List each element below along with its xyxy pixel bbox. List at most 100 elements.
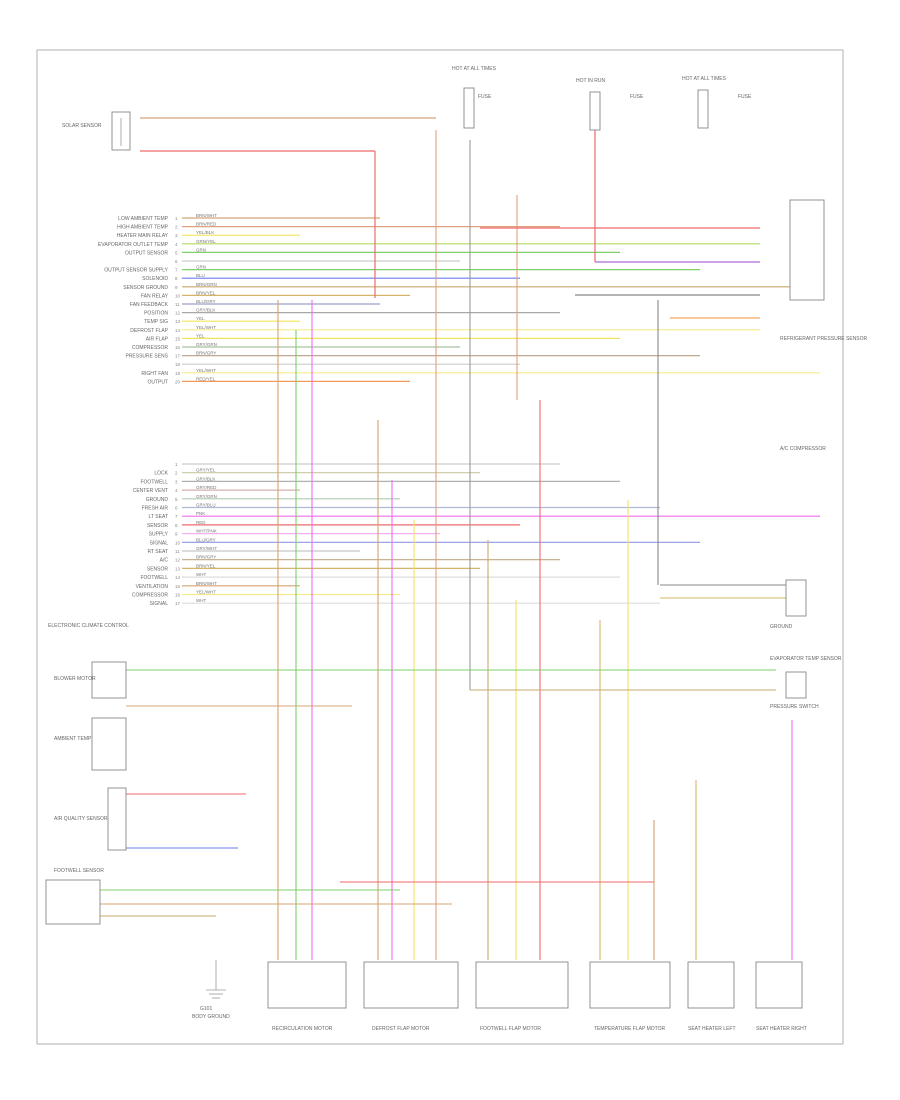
motor-6-label: SEAT HEATER RIGHT bbox=[756, 1026, 807, 1032]
ecm-lower-pin-wire-12: BRN/GRY bbox=[196, 555, 216, 560]
ecm-lower-pin-label-7: LT SEAT bbox=[149, 514, 168, 520]
ecm-upper-pin-wire-4: GRN/YEL bbox=[196, 239, 216, 244]
ecm-upper-pin-wire-5: GRN bbox=[196, 247, 206, 252]
ecm-lower-pin-wire-14: WHT bbox=[196, 572, 206, 577]
ecm-lower-pin-num-6: 6 bbox=[175, 506, 178, 511]
ecm-lower-pin-label-4: CENTER VENT bbox=[133, 488, 168, 494]
ecm-lower-pin-label-3: FOOTWELL bbox=[140, 479, 168, 485]
ecm-upper-pin-label-13: TEMP SIG bbox=[144, 319, 168, 325]
ecm-upper-pin-num-13: 13 bbox=[175, 319, 181, 324]
ecm-upper-pin-wire-1: BRN/WHT bbox=[196, 213, 217, 218]
ecm-lower-pin-label-2: LOCK bbox=[154, 471, 168, 477]
ecm-upper-pin-label-17: PRESSURE SENS bbox=[125, 354, 168, 360]
ecm-upper-pin-wire-20: RED/YEL bbox=[196, 376, 216, 381]
ecm-upper-pin-label-15: AIR FLAP bbox=[146, 336, 169, 342]
seat-heater-left-box bbox=[687, 961, 735, 1009]
ecm-upper-pin-num-20: 20 bbox=[175, 379, 181, 384]
ecm-caption: ELECTRONIC CLIMATE CONTROL bbox=[48, 623, 129, 629]
ecm-lower-pin-num-16: 16 bbox=[175, 593, 181, 598]
ecm-upper-pin-num-19: 19 bbox=[175, 371, 181, 376]
right-pressure-box bbox=[785, 671, 807, 699]
fuse-a-label: HOT AT ALL TIMES bbox=[452, 66, 497, 72]
ecm-upper-pin-label-11: FAN FEEDBACK bbox=[130, 302, 169, 308]
right-evap-box bbox=[785, 579, 807, 617]
ecm-upper-pin-num-18: 18 bbox=[175, 362, 181, 367]
footwell-motor-box bbox=[475, 961, 569, 1009]
footwell-sensor-box bbox=[45, 879, 101, 925]
blower-motor-box bbox=[91, 661, 127, 699]
ecm-upper-pin-wire-9: BRN/GRN bbox=[196, 282, 217, 287]
fuse-b-label: HOT IN RUN bbox=[576, 78, 605, 84]
ecm-lower-pin-num-1: 1 bbox=[175, 462, 178, 467]
fuse-block-a: HOT AT ALL TIMES FUSE bbox=[452, 66, 497, 129]
ecm-upper-pin-num-14: 14 bbox=[175, 328, 181, 333]
ecm-lower-pin-wire-5: GRY/GRN bbox=[196, 494, 217, 499]
fuse-block-b: HOT IN RUN FUSE bbox=[576, 78, 644, 131]
ecm-lower-pin-label-16: COMPRESSOR bbox=[132, 593, 169, 599]
ecm-upper-pin-wire-7: GRN bbox=[196, 265, 206, 270]
body-ground: G101 BODY GROUND bbox=[192, 960, 230, 1020]
ecm-lower-pin-wire-16: YEL/WHT bbox=[196, 590, 216, 595]
ecm-upper-pin-label-20: OUTPUT bbox=[147, 379, 168, 385]
ecm-lower-pin-wire-4: GRY/RED bbox=[196, 485, 217, 490]
ecm-lower-pin-wire-8: RED bbox=[196, 520, 206, 525]
ecm-upper-pin-label-2: HIGH AMBIENT TEMP bbox=[117, 225, 169, 231]
ecm-lower-pin-num-12: 12 bbox=[175, 558, 181, 563]
ecm-lower-pin-wire-2: GRY/YEL bbox=[196, 468, 216, 473]
ecm-lower-pin-label-6: FRESH AIR bbox=[142, 506, 169, 512]
ecm-lower-pin-num-3: 3 bbox=[175, 479, 178, 484]
right-label-pressure: PRESSURE SWITCH bbox=[770, 704, 819, 710]
ground-label: G101 bbox=[200, 1006, 212, 1012]
ecm-lower-pin-label-10: SIGNAL bbox=[150, 540, 169, 546]
ecm-upper-pin-num-9: 9 bbox=[175, 285, 178, 290]
motor-4-label: TEMPERATURE FLAP MOTOR bbox=[594, 1026, 666, 1032]
ecm-lower-pin-num-13: 13 bbox=[175, 566, 181, 571]
ecm-upper-pin-wire-17: BRN/GRY bbox=[196, 351, 216, 356]
motor-2-label: DEFROST FLAP MOTOR bbox=[372, 1026, 430, 1032]
recirc-motor-box bbox=[267, 961, 347, 1009]
ecm-upper-pin-wire-14: YEL/WHT bbox=[196, 325, 216, 330]
ecm-upper-pin-wire-2: BRN/RED bbox=[196, 222, 217, 227]
motor-3-label: FOOTWELL FLAP MOTOR bbox=[480, 1026, 541, 1032]
right-label-compressor: A/C COMPRESSOR bbox=[780, 446, 826, 452]
ecm-upper-pin-wire-8: BLU bbox=[196, 273, 205, 278]
ecm-lower-pin-label-11: RT SEAT bbox=[147, 549, 168, 555]
ecm-lower-pin-num-4: 4 bbox=[175, 488, 178, 493]
ecm-upper-pin-label-4: EVAPORATOR OUTLET TEMP bbox=[98, 242, 169, 248]
left-comp-1: BLOWER MOTOR bbox=[54, 676, 96, 682]
ecm-upper-pin-wire-15: YEL bbox=[196, 333, 205, 338]
fuse-b-sub: FUSE bbox=[630, 94, 644, 100]
ecm-upper-pin-num-11: 11 bbox=[175, 302, 180, 307]
ground-sub: BODY GROUND bbox=[192, 1014, 230, 1020]
ecm-lower-pin-num-7: 7 bbox=[175, 514, 178, 519]
ecm-upper-pin-label-1: LOW AMBIENT TEMP bbox=[118, 216, 168, 222]
ecm-upper-pin-wire-11: BLU/GRY bbox=[196, 299, 216, 304]
ecm-lower-pin-wire-13: BRN/YEL bbox=[196, 563, 216, 568]
defrost-motor-box bbox=[363, 961, 459, 1009]
ecm-upper-pin-label-3: HEATER MAIN RELAY bbox=[117, 233, 169, 239]
seat-heater-right-box bbox=[755, 961, 803, 1009]
ecm-upper-pin-num-4: 4 bbox=[175, 242, 178, 247]
ecm-lower-pin-wire-17: WHT bbox=[196, 598, 206, 603]
ecm-upper-pin-label-19: RIGHT FAN bbox=[141, 371, 168, 377]
ecm-lower-pin-num-8: 8 bbox=[175, 523, 178, 528]
ecm-lower-pin-num-14: 14 bbox=[175, 575, 181, 580]
ecm-lower-pin-label-13: SENSOR bbox=[147, 566, 169, 572]
ecm-upper-pin-num-17: 17 bbox=[175, 354, 181, 359]
ecm-lower-pin-num-15: 15 bbox=[175, 584, 181, 589]
ecm-upper-pin-num-3: 3 bbox=[175, 233, 178, 238]
ecm-upper-pin-wire-19: YEL/WHT bbox=[196, 368, 216, 373]
ecm-lower-pin-label-9: SUPPLY bbox=[149, 532, 169, 538]
ecm-lower-pin-wire-9: WHT/PNK bbox=[196, 529, 217, 534]
ecm-upper-pin-num-16: 16 bbox=[175, 345, 181, 350]
ecm-lower-pin-num-5: 5 bbox=[175, 497, 178, 502]
ecm-upper-pin-label-12: POSITION bbox=[144, 311, 168, 317]
ecm-lower-pin-label-8: SENSOR bbox=[147, 523, 169, 529]
fuse-c-label: HOT AT ALL TIMES bbox=[682, 76, 727, 82]
ecm-lower-pin-wire-15: BRN/WHT bbox=[196, 581, 217, 586]
left-component-group: ELECTRONIC CLIMATE CONTROL BLOWER MOTOR … bbox=[45, 623, 129, 925]
right-label-ground: GROUND bbox=[770, 624, 793, 630]
ecm-upper-pin-label-8: SOLENOID bbox=[142, 276, 168, 282]
fuse-c-sub: FUSE bbox=[738, 94, 752, 100]
